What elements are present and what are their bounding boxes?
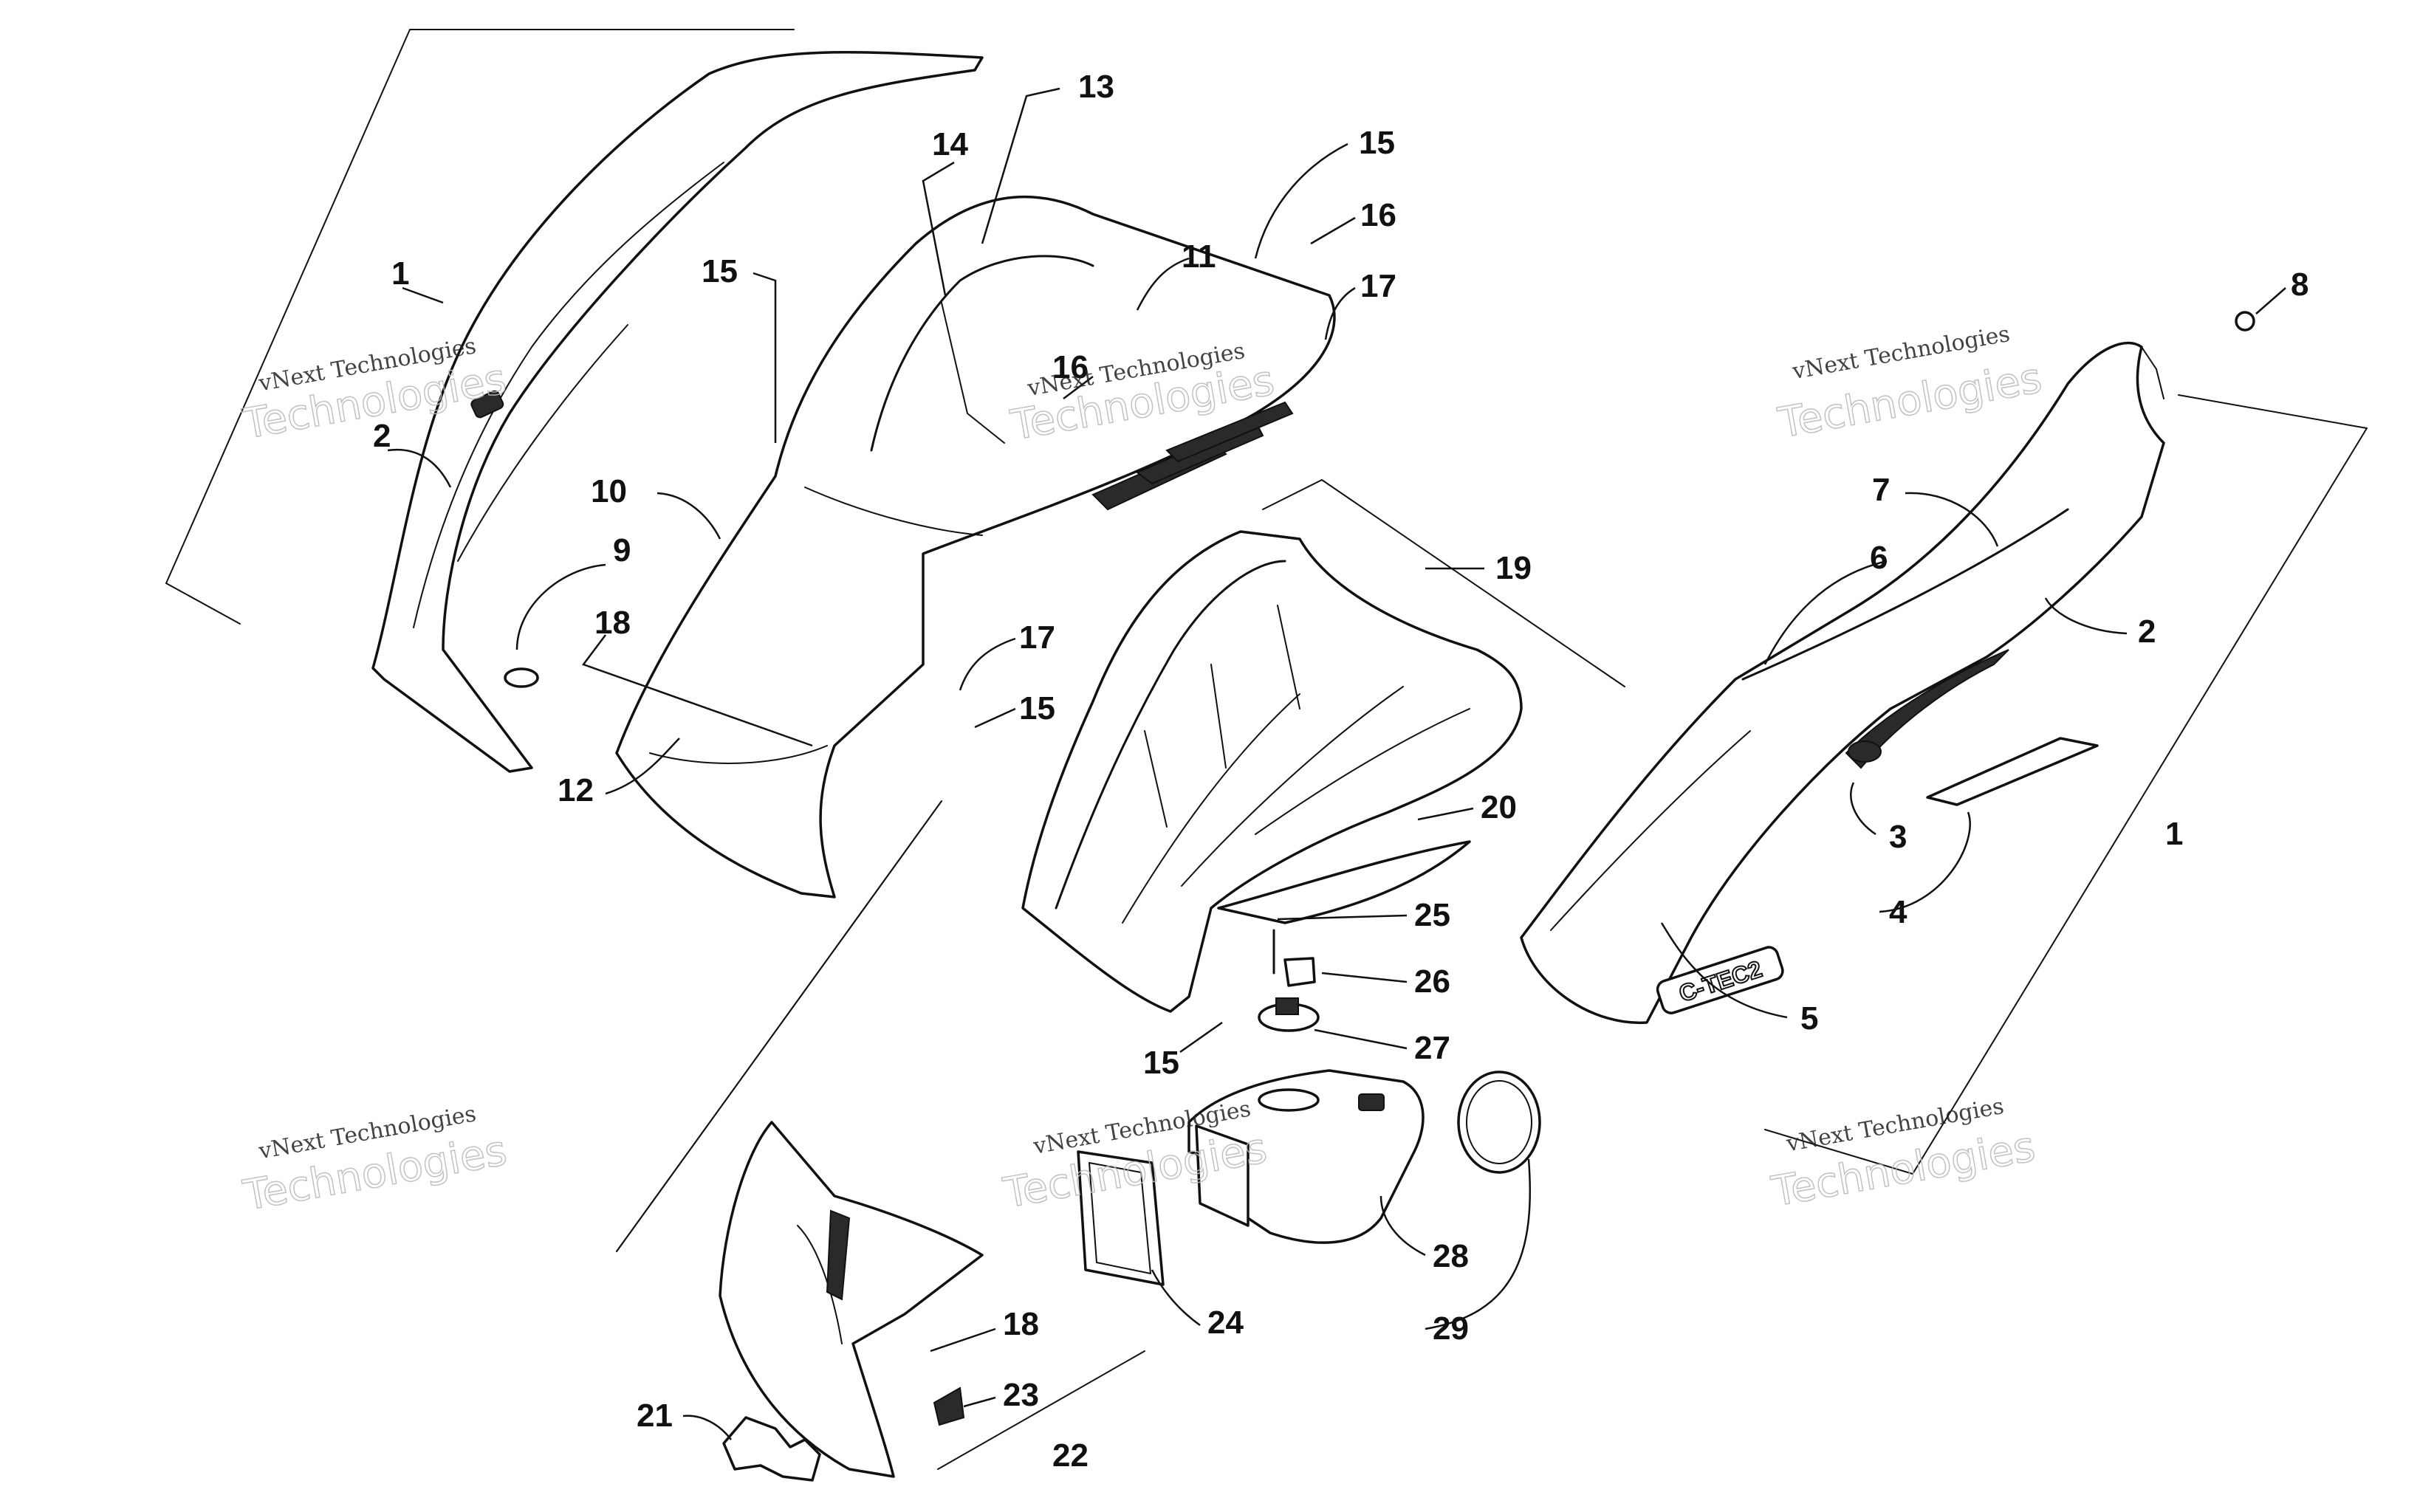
callout-1b: 1 (2165, 816, 2183, 852)
watermark-3: Technologies vNext Technologies (1774, 321, 2046, 448)
hose-clamp (1457, 1071, 1541, 1174)
callout-29: 29 (1433, 1310, 1469, 1347)
callout-13: 13 (1078, 69, 1114, 105)
callout-19: 19 (1495, 550, 1532, 586)
callout-21: 21 (637, 1398, 673, 1434)
callout-26: 26 (1414, 963, 1450, 1000)
callout-3: 3 (1889, 819, 1907, 855)
tub-liner (1217, 840, 1471, 924)
lower-front-bezel (719, 1121, 984, 1478)
callout-27: 27 (1414, 1030, 1450, 1066)
callout-7: 7 (1872, 472, 1890, 508)
callout-24: 24 (1207, 1305, 1244, 1341)
callout-2b: 2 (2138, 614, 2156, 650)
callout-17a: 17 (1360, 268, 1396, 304)
leader-lines (387, 87, 2286, 1440)
callout-4: 4 (1889, 894, 1907, 930)
callout-15b: 15 (1359, 125, 1395, 161)
callout-15d: 15 (1143, 1045, 1179, 1081)
callout-28: 28 (1433, 1238, 1469, 1274)
callout-23: 23 (1003, 1377, 1039, 1413)
callout-18b: 18 (1003, 1306, 1039, 1342)
callout-20: 20 (1481, 789, 1517, 825)
badge-insert (933, 1386, 965, 1426)
callout-9: 9 (613, 532, 631, 568)
callout-12: 12 (558, 772, 594, 808)
callout-16b: 16 (1360, 197, 1396, 233)
callout-2a: 2 (373, 418, 391, 454)
callout-11: 11 (1182, 238, 1216, 275)
callout-10: 10 (591, 473, 627, 509)
callout-labels: 1 2 9 18 12 10 15 14 13 11 16 15 16 17 1… (373, 69, 2308, 1474)
callout-8: 8 (2291, 267, 2308, 303)
callout-15a: 15 (702, 253, 738, 289)
callout-1a: 1 (391, 255, 409, 292)
callout-18a: 18 (594, 605, 631, 641)
intake-duct (1187, 1069, 1425, 1244)
callout-25: 25 (1414, 897, 1450, 933)
callout-17b: 17 (1019, 619, 1055, 656)
watermark-6: Technologies vNext Technologies (1767, 1093, 2039, 1217)
callout-22: 22 (1052, 1437, 1089, 1474)
callout-14: 14 (932, 126, 968, 162)
group-brackets (165, 29, 2368, 1470)
latch-bracket (722, 1416, 821, 1482)
storage-tub (1021, 530, 1523, 1013)
callout-5: 5 (1800, 1000, 1818, 1037)
watermark-4: Technologies vNext Technologies (239, 1101, 511, 1220)
mount-assembly (1258, 929, 1320, 1032)
callout-15c: 15 (1019, 690, 1055, 726)
callout-6: 6 (1870, 540, 1888, 576)
right-side-panel (1520, 311, 2255, 1025)
callout-16a: 16 (1052, 349, 1089, 385)
left-side-panel (371, 50, 984, 773)
